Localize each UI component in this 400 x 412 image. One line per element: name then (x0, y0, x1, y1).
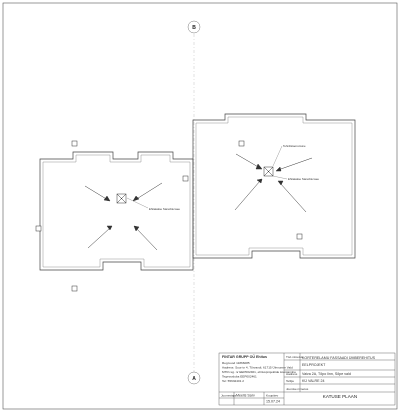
designer-label: Joonestaja (221, 394, 236, 398)
grid-bubble-a (187, 371, 201, 385)
date-value: 15.07.24 (266, 400, 280, 404)
company-line-3: MTR reg. nr EEP002461, ehitusprojektide … (222, 370, 296, 374)
grid-label-bottom: A (192, 376, 196, 382)
grid-label-top: B (192, 25, 196, 31)
project-name: KORTERELAMU FASSAADI ÜMBEREHITUS (302, 356, 376, 360)
client-name: KÜ VALRE 24 (302, 379, 325, 383)
date-label: Kuupäev (266, 394, 279, 398)
client-label: Tellija (286, 379, 294, 383)
stage-label: Töö nimetus (286, 355, 303, 359)
leader-lines (126, 145, 288, 209)
grid-axes (187, 20, 201, 385)
title-block (218, 352, 396, 406)
left-slope-arrows (84, 182, 163, 251)
company-line-4: Tegevusluba EEP002461 (222, 375, 257, 379)
company-line-2: Aadress: Suur tn 4, Tõrvandi, 61715 Ülen… (222, 366, 293, 370)
vent-right-2 (296, 233, 303, 240)
note-right-top: Tehnilistaoruniune (283, 144, 306, 148)
vent-left-4 (71, 285, 78, 292)
drawing-name: KATUSE PLAAN (323, 394, 357, 399)
company-name: FINTAR GRUPP OÜ Ehitus (222, 354, 267, 359)
address-label: Aadress (286, 372, 298, 376)
vent-left-1 (71, 140, 78, 147)
left-roof-drains (35, 140, 189, 292)
vent-left-2 (182, 175, 189, 182)
right-roof-drains (238, 140, 303, 240)
vent-left-3 (35, 225, 42, 232)
vent-right-1 (238, 140, 245, 147)
designer-name: Meelis Sarv (236, 394, 255, 398)
company-line-5: Tel: 55632401 2 (222, 379, 244, 383)
right-slope-arrows (234, 153, 313, 213)
project-stage: EELPROJEKT (302, 363, 326, 367)
address: Vaiva 2A, Tõpo linn, Sõpe vald (302, 372, 351, 376)
roof-outline-left (39, 151, 194, 271)
grid-bubble-b (187, 20, 201, 34)
company-line-1: Reg.kood 11866085 (222, 361, 250, 365)
roof-outline-right (192, 113, 356, 259)
note-left: Ehitatakse Stanoble laee (149, 207, 180, 211)
note-right-bottom: Ehitatakse Stanoble laee (288, 177, 319, 181)
drawing-label: Joonise nimetus (286, 387, 309, 391)
